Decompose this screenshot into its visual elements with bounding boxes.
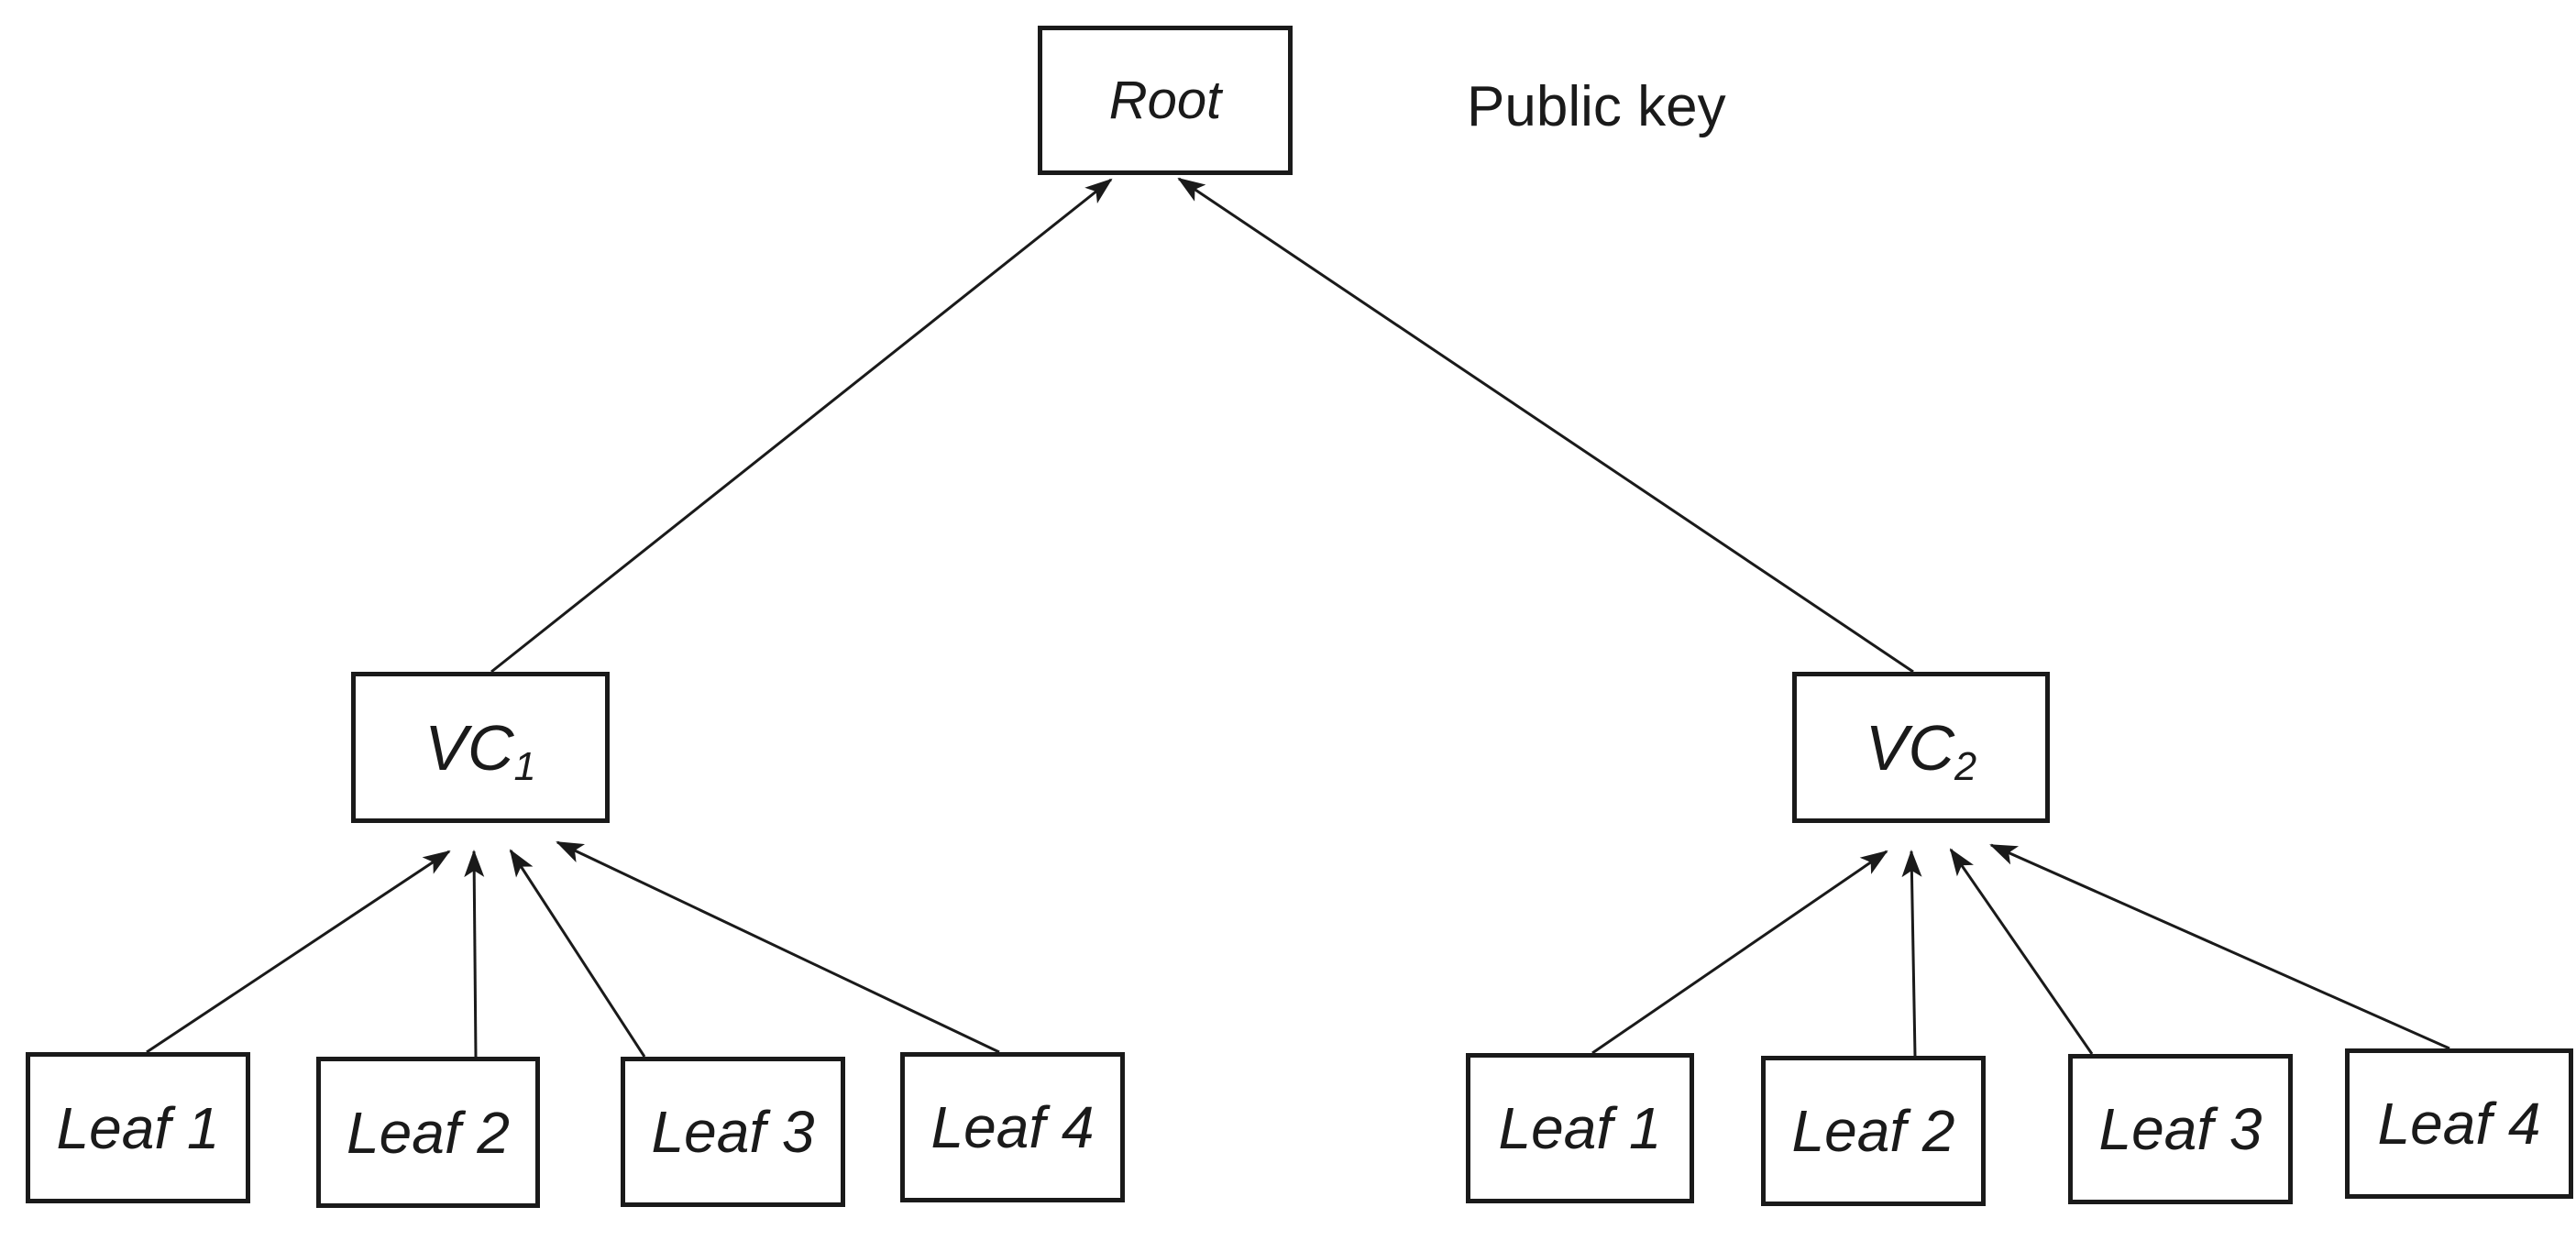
node-right-leaf4: Leaf 4 xyxy=(2345,1048,2573,1199)
node-left-leaf4-label: Leaf 4 xyxy=(930,1094,1095,1160)
public-key-annotation: Public key xyxy=(1467,75,1726,138)
node-vc2: VC2 xyxy=(1792,672,2050,823)
node-vc1: VC1 xyxy=(351,672,610,823)
node-vc1-subscript: 1 xyxy=(513,744,536,789)
node-vc1-label: VC1 xyxy=(424,711,536,789)
node-left-leaf2-label: Leaf 2 xyxy=(347,1099,510,1166)
edge-right-leaf3-to-vc2 xyxy=(1949,848,2094,1055)
node-root: Root xyxy=(1038,26,1293,175)
node-right-leaf1-label: Leaf 1 xyxy=(1498,1095,1662,1161)
node-right-leaf4-label: Leaf 4 xyxy=(2377,1091,2541,1157)
node-vc2-subscript: 2 xyxy=(1954,744,1977,789)
node-left-leaf1-label: Leaf 1 xyxy=(56,1094,220,1161)
node-vc2-label: VC2 xyxy=(1865,711,1977,789)
node-left-leaf4: Leaf 4 xyxy=(900,1052,1125,1202)
edge-right-leaf2-to-vc2 xyxy=(1901,850,1922,1057)
node-right-leaf1: Leaf 1 xyxy=(1466,1053,1694,1203)
node-right-leaf2-label: Leaf 2 xyxy=(1791,1098,1955,1164)
node-right-leaf3: Leaf 3 xyxy=(2068,1054,2293,1204)
node-left-leaf3: Leaf 3 xyxy=(621,1057,845,1207)
edge-left-leaf2-to-vc1 xyxy=(464,850,485,1058)
edge-left-leaf4-to-vc1 xyxy=(556,840,1000,1054)
edge-vc2-to-root xyxy=(1177,177,1914,674)
edge-left-leaf1-to-vc1 xyxy=(146,850,451,1054)
edge-left-leaf3-to-vc1 xyxy=(509,849,646,1058)
edge-right-leaf4-to-vc2 xyxy=(1989,843,2450,1050)
node-left-leaf1: Leaf 1 xyxy=(26,1052,250,1203)
node-left-leaf3-label: Leaf 3 xyxy=(651,1099,815,1165)
node-right-leaf3-label: Leaf 3 xyxy=(2098,1096,2262,1162)
node-left-leaf2: Leaf 2 xyxy=(316,1057,540,1208)
edge-right-leaf1-to-vc2 xyxy=(1591,850,1888,1055)
node-root-label: Root xyxy=(1108,70,1222,130)
node-right-leaf2: Leaf 2 xyxy=(1761,1056,1986,1206)
edge-vc1-to-root xyxy=(490,178,1113,674)
